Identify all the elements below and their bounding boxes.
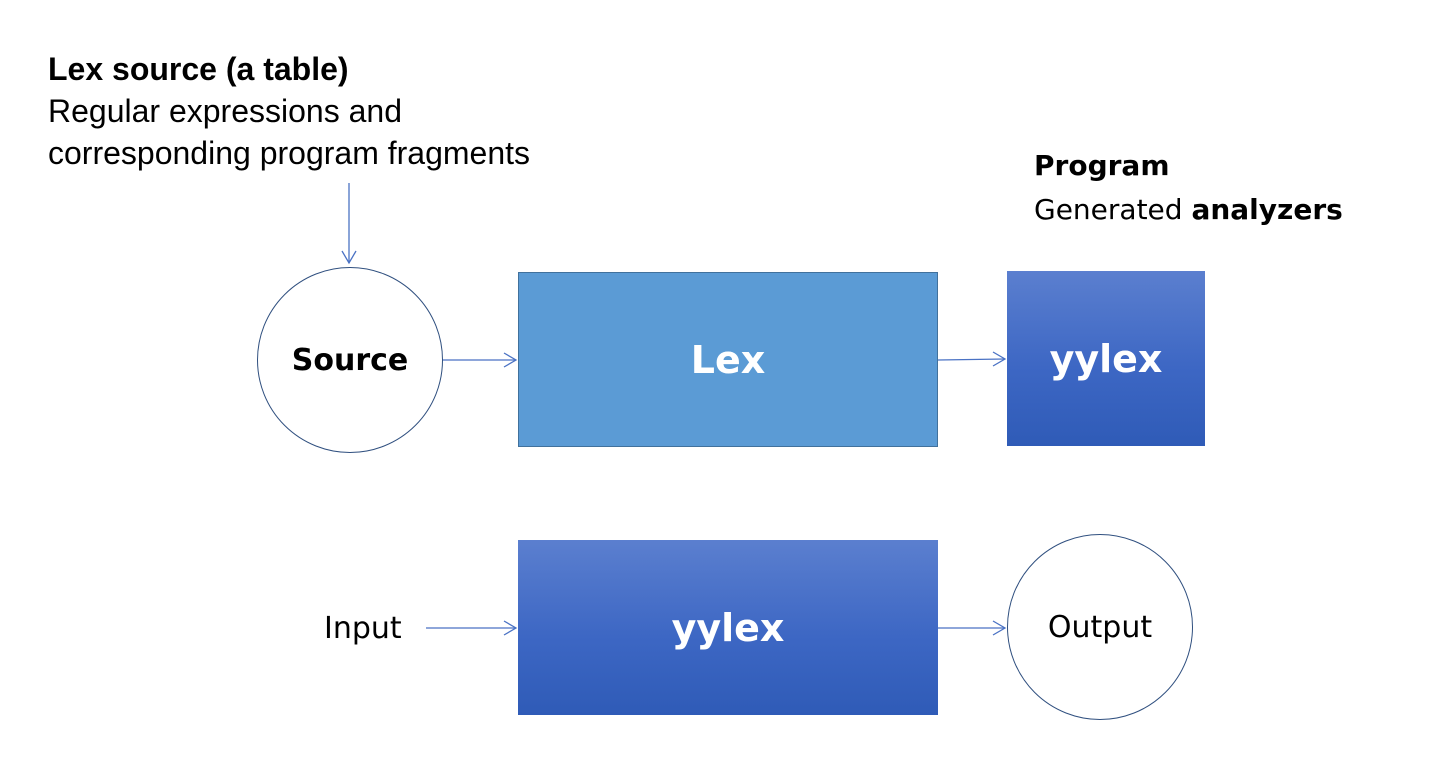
program-subtitle-bold: analyzers: [1191, 193, 1343, 226]
lex-source-title: Lex source (a table): [48, 51, 349, 87]
lex-source-line-1: Regular expressions and: [48, 93, 402, 129]
arrow-yylex-to-output: [938, 620, 1007, 636]
program-subtitle: Generated analyzers: [1034, 188, 1343, 232]
input-label: Input: [324, 611, 402, 646]
lex-source-line-2: corresponding program fragments: [48, 135, 531, 171]
arrow-input-to-yylex: [426, 620, 518, 636]
source-label: Source: [291, 342, 409, 378]
yylex-analyzer-label: yylex: [671, 605, 785, 650]
output-label: Output: [1047, 609, 1153, 645]
program-description: Program Generated analyzers: [1034, 144, 1343, 232]
arrow-description-to-source: [341, 183, 357, 265]
arrow-source-to-lex: [443, 352, 518, 368]
lex-source-description: Lex source (a table) Regular expressions…: [48, 48, 530, 174]
lex-label: Lex: [690, 337, 766, 382]
program-subtitle-prefix: Generated: [1034, 193, 1192, 226]
yylex-program-label: yylex: [1049, 336, 1163, 381]
source-node: Source: [257, 267, 443, 453]
yylex-analyzer-box: yylex: [518, 540, 938, 715]
output-node: Output: [1007, 534, 1193, 720]
arrow-lex-to-yylex: [937, 351, 1007, 367]
lex-box: Lex: [518, 272, 938, 447]
yylex-program-box: yylex: [1007, 271, 1205, 446]
program-title: Program: [1034, 149, 1170, 182]
